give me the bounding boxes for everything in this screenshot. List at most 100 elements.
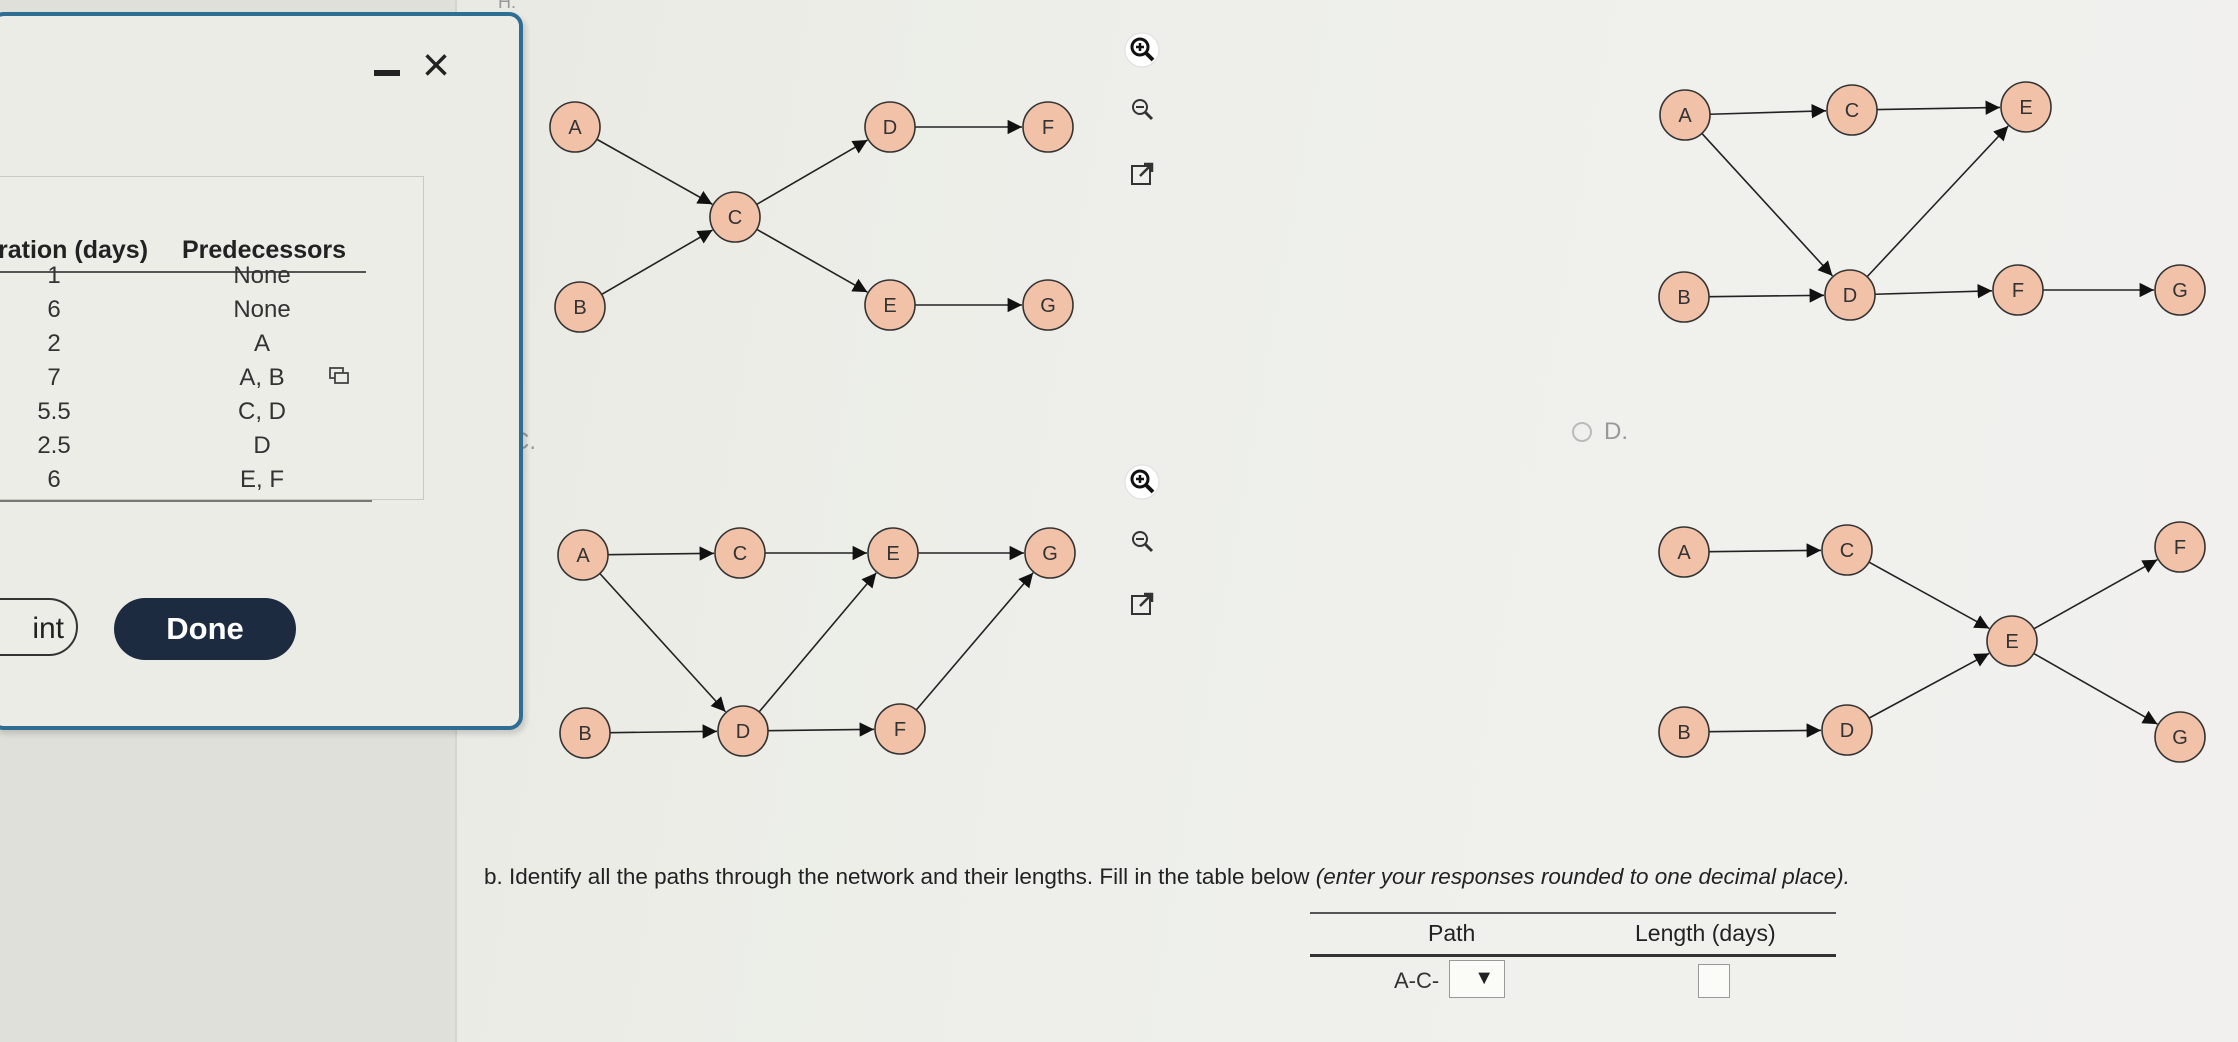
predecessors-cell: None (233, 262, 291, 289)
node-label-F: F (894, 719, 906, 741)
question-text: b. Identify all the paths through the ne… (484, 864, 1316, 889)
option-h-label: H. (498, 0, 516, 12)
header-length: Length (days) (1635, 920, 1776, 946)
duration-cell: 6 (47, 296, 61, 323)
node-G (2154, 264, 2206, 316)
node-label-E: E (2005, 631, 2018, 653)
node-label-G: G (1042, 543, 1058, 565)
duration-cell: 2.5 (37, 432, 71, 459)
node-G (1022, 279, 1074, 331)
node-D (717, 705, 769, 757)
path-prefix: A-C- (1394, 968, 1440, 993)
header-rule (0, 271, 366, 273)
node-A (549, 101, 601, 153)
node-label-F: F (2012, 280, 2024, 302)
minimize-icon[interactable] (374, 70, 400, 76)
zoom-out-icon-2[interactable] (1124, 524, 1160, 560)
node-label-A: A (576, 545, 590, 567)
node-label-D: D (883, 117, 897, 139)
paths-table-header-rule (1310, 954, 1836, 957)
edge-E-G (2033, 652, 2158, 725)
open-new-window-icon-2[interactable] (1124, 586, 1160, 622)
node-label-E: E (2019, 97, 2032, 119)
node-D (1824, 269, 1876, 321)
edge-E-F (2033, 558, 2158, 630)
zoom-in-icon[interactable] (1124, 32, 1160, 68)
node-D (1821, 704, 1873, 756)
node-label-B: B (1677, 722, 1690, 744)
edge-F-G (915, 572, 1034, 711)
node-C (709, 191, 761, 243)
node-label-B: B (573, 297, 586, 319)
node-G (2154, 711, 2206, 763)
copy-icon[interactable] (329, 367, 349, 385)
zoom-out-icon[interactable] (1124, 92, 1160, 128)
duration-cell: 1 (47, 262, 61, 289)
node-E (867, 527, 919, 579)
edge-A-C (607, 546, 715, 561)
node-A (1659, 89, 1711, 141)
predecessors-cell: E, F (239, 466, 284, 493)
activity-table (0, 176, 424, 500)
predecessors-cell: D (253, 432, 271, 459)
predecessors-cell: C, D (238, 398, 286, 425)
node-label-D: D (1843, 285, 1857, 307)
node-label-B: B (1677, 287, 1690, 309)
done-button[interactable]: Done (114, 598, 296, 660)
node-label-F: F (1042, 117, 1054, 139)
node-B (559, 707, 611, 759)
node-label-C: C (1845, 100, 1859, 122)
node-F (1022, 101, 1074, 153)
chevron-down-icon: ▼ (1474, 967, 1494, 989)
node-B (554, 281, 606, 333)
close-icon[interactable]: × (422, 39, 451, 92)
option-d-label: D. (1604, 418, 1628, 445)
network-graph-1: A B C D F E G (549, 101, 1074, 333)
edge-A-C (596, 138, 713, 205)
node-B (1658, 706, 1710, 758)
path-length-input[interactable] (1698, 964, 1730, 998)
open-new-window-icon[interactable] (1124, 156, 1160, 192)
node-label-D: D (736, 721, 750, 743)
node-label-G: G (2172, 727, 2188, 749)
node-label-G: G (1040, 295, 1056, 317)
edge-D-E (1868, 652, 1990, 719)
data-table-dialog: × ration (days) Predecessors 1 None 6 No… (0, 12, 523, 730)
node-G (1024, 527, 1076, 579)
node-label-E: E (883, 295, 896, 317)
header-duration: ration (days) (0, 236, 149, 264)
node-A (557, 529, 609, 581)
edge-C-E (1868, 561, 1990, 630)
paths-table-top-rule (1310, 912, 1836, 914)
zoom-in-icon-2[interactable] (1124, 464, 1160, 500)
hint-button[interactable]: int (0, 598, 78, 656)
edge-A-C (1709, 104, 1827, 119)
node-label-A: A (1678, 105, 1692, 127)
node-label-C: C (733, 543, 747, 565)
predecessors-cell: A (253, 330, 270, 357)
edge-A-C (1708, 543, 1822, 558)
header-path: Path (1428, 920, 1476, 946)
table-bottom-rule (0, 500, 372, 502)
node-label-F: F (2174, 537, 2186, 559)
edge-D-E (758, 572, 877, 713)
edge-C-D (756, 139, 868, 206)
node-F (2154, 521, 2206, 573)
node-A (1658, 526, 1710, 578)
path-node-select[interactable]: ▼ (1449, 960, 1505, 998)
node-C (1826, 84, 1878, 136)
node-label-A: A (1677, 542, 1691, 564)
option-d-radio[interactable] (1572, 422, 1592, 442)
edge-C-E (756, 228, 868, 293)
node-C (714, 527, 766, 579)
edge-B-D (1708, 288, 1825, 303)
edge-D-F (1874, 284, 1993, 299)
node-label-A: A (568, 117, 582, 139)
edge-A-D (1701, 132, 1834, 277)
edge-C-E (1876, 100, 2001, 115)
node-C (1821, 524, 1873, 576)
edge-D-F (767, 722, 875, 737)
node-label-C: C (728, 207, 742, 229)
